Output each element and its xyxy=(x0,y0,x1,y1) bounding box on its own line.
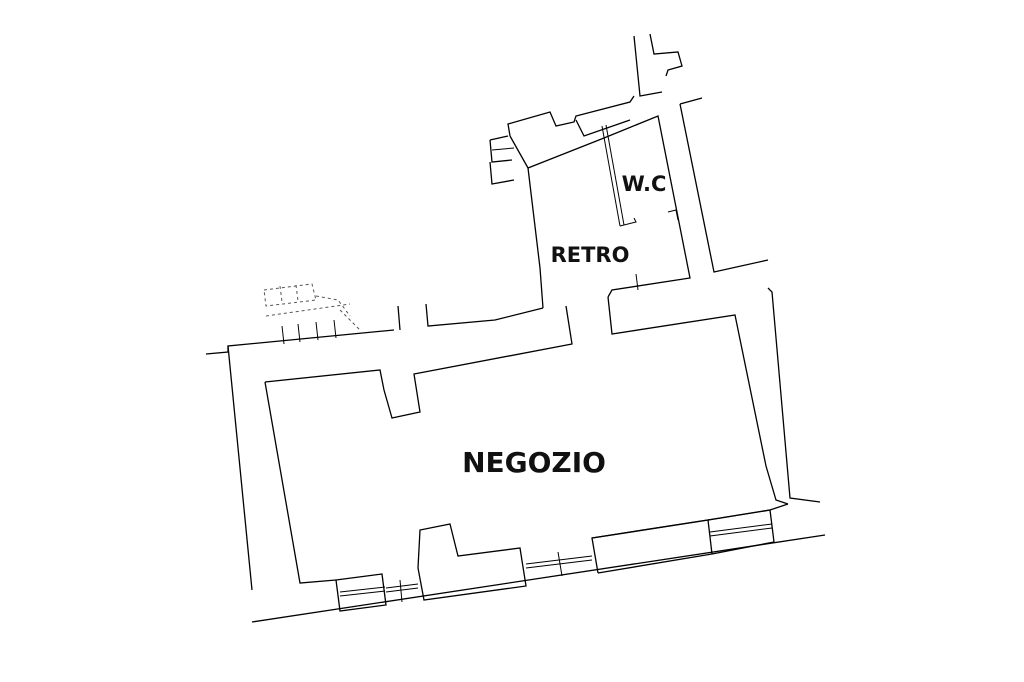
right-wing-walls xyxy=(633,33,769,273)
room-label-retro: RETRO xyxy=(551,243,630,267)
stair-sketch xyxy=(263,283,361,345)
shop-inner-wall xyxy=(264,296,789,584)
retro-walls xyxy=(507,95,691,298)
room-label-wc: W.C xyxy=(622,172,667,196)
shop-outer-wall xyxy=(205,135,826,623)
external-steps xyxy=(489,135,515,185)
bottom-wall-openings xyxy=(335,509,775,612)
room-label-negozio: NEGOZIO xyxy=(462,446,606,479)
